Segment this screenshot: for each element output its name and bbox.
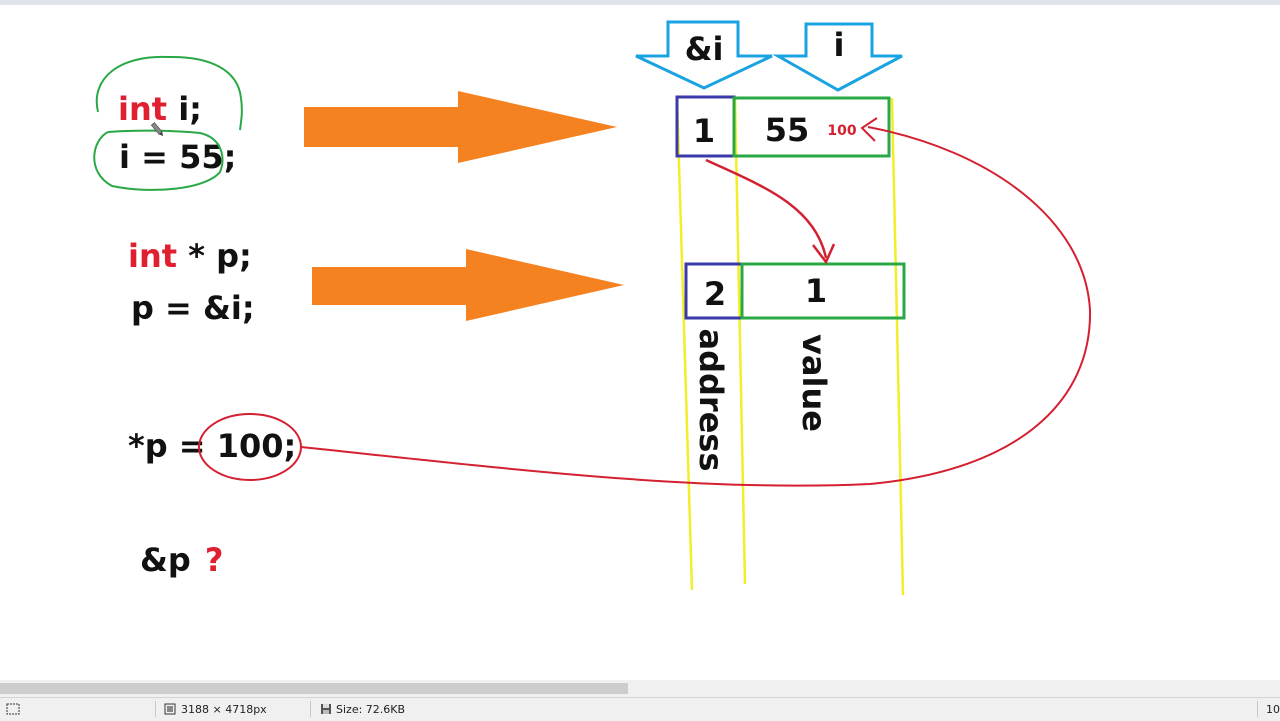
blue-down-arrow bbox=[772, 22, 903, 92]
selection-icon[interactable] bbox=[6, 703, 20, 715]
guide-line bbox=[675, 97, 694, 591]
blue-down-arrow bbox=[635, 20, 773, 90]
memory-address-value: 2 bbox=[704, 275, 726, 313]
guide-line bbox=[733, 97, 747, 585]
guide-lines bbox=[675, 97, 905, 596]
code-line-assign-i: i = 55; bbox=[119, 138, 237, 176]
highlight-circle-green bbox=[95, 55, 243, 131]
pencil-cursor-icon bbox=[150, 122, 164, 137]
file-size: Size: 72.6KB bbox=[336, 703, 406, 716]
deref-value: 100; bbox=[216, 427, 297, 465]
highlight-circle-red bbox=[198, 413, 302, 481]
orange-arrow bbox=[304, 91, 617, 163]
image-dimensions: 3188 × 4718px bbox=[181, 703, 267, 716]
horizontal-scrollbar[interactable] bbox=[0, 680, 1280, 697]
status-bar: 3188 × 4718px Size: 72.6KB 10 bbox=[0, 697, 1280, 721]
memory-value: 1 bbox=[805, 272, 827, 310]
arrowhead bbox=[860, 117, 878, 142]
value-box bbox=[740, 262, 906, 320]
keyword-int: int bbox=[128, 237, 178, 275]
window-top-edge bbox=[0, 0, 1280, 5]
code-line-int-pointer: int * p; bbox=[128, 237, 252, 275]
save-disk-icon bbox=[321, 704, 331, 714]
status-separator bbox=[155, 701, 156, 717]
arrow-label-address-of-i: &i bbox=[685, 30, 724, 68]
keyword-int: int bbox=[118, 90, 168, 128]
deref-link-curve bbox=[300, 126, 1092, 487]
question-mark: ? bbox=[204, 541, 224, 579]
memory-value: 55 bbox=[765, 111, 810, 149]
pointer-link-arrow bbox=[705, 158, 828, 259]
code-line-address-of-p: &p? bbox=[140, 541, 224, 579]
column-label-value: value bbox=[795, 334, 833, 432]
orange-arrow bbox=[312, 249, 624, 321]
column-label-address: address bbox=[692, 329, 730, 472]
arrowhead bbox=[812, 243, 836, 265]
code-line-int-i: int i; bbox=[118, 90, 202, 128]
memory-address-value: 1 bbox=[693, 112, 715, 150]
status-separator bbox=[1257, 701, 1258, 717]
diagram-svg: &i i 1 55 100 2 1 address value bbox=[93, 20, 1092, 596]
memory-new-value: 100 bbox=[827, 123, 856, 139]
highlight-circle-green bbox=[93, 129, 224, 191]
guide-line bbox=[890, 97, 905, 596]
scrollbar-thumb[interactable] bbox=[0, 683, 628, 694]
image-canvas: int i; i = 55; int * p; p = &i; *p = 100… bbox=[0, 5, 1280, 680]
arrow-label-i: i bbox=[834, 26, 845, 64]
image-dimensions-icon bbox=[164, 703, 176, 715]
code-line-assign-p: p = &i; bbox=[131, 289, 255, 327]
value-box bbox=[732, 96, 891, 158]
zoom-level: 10 bbox=[1266, 703, 1280, 716]
status-separator bbox=[310, 701, 311, 717]
